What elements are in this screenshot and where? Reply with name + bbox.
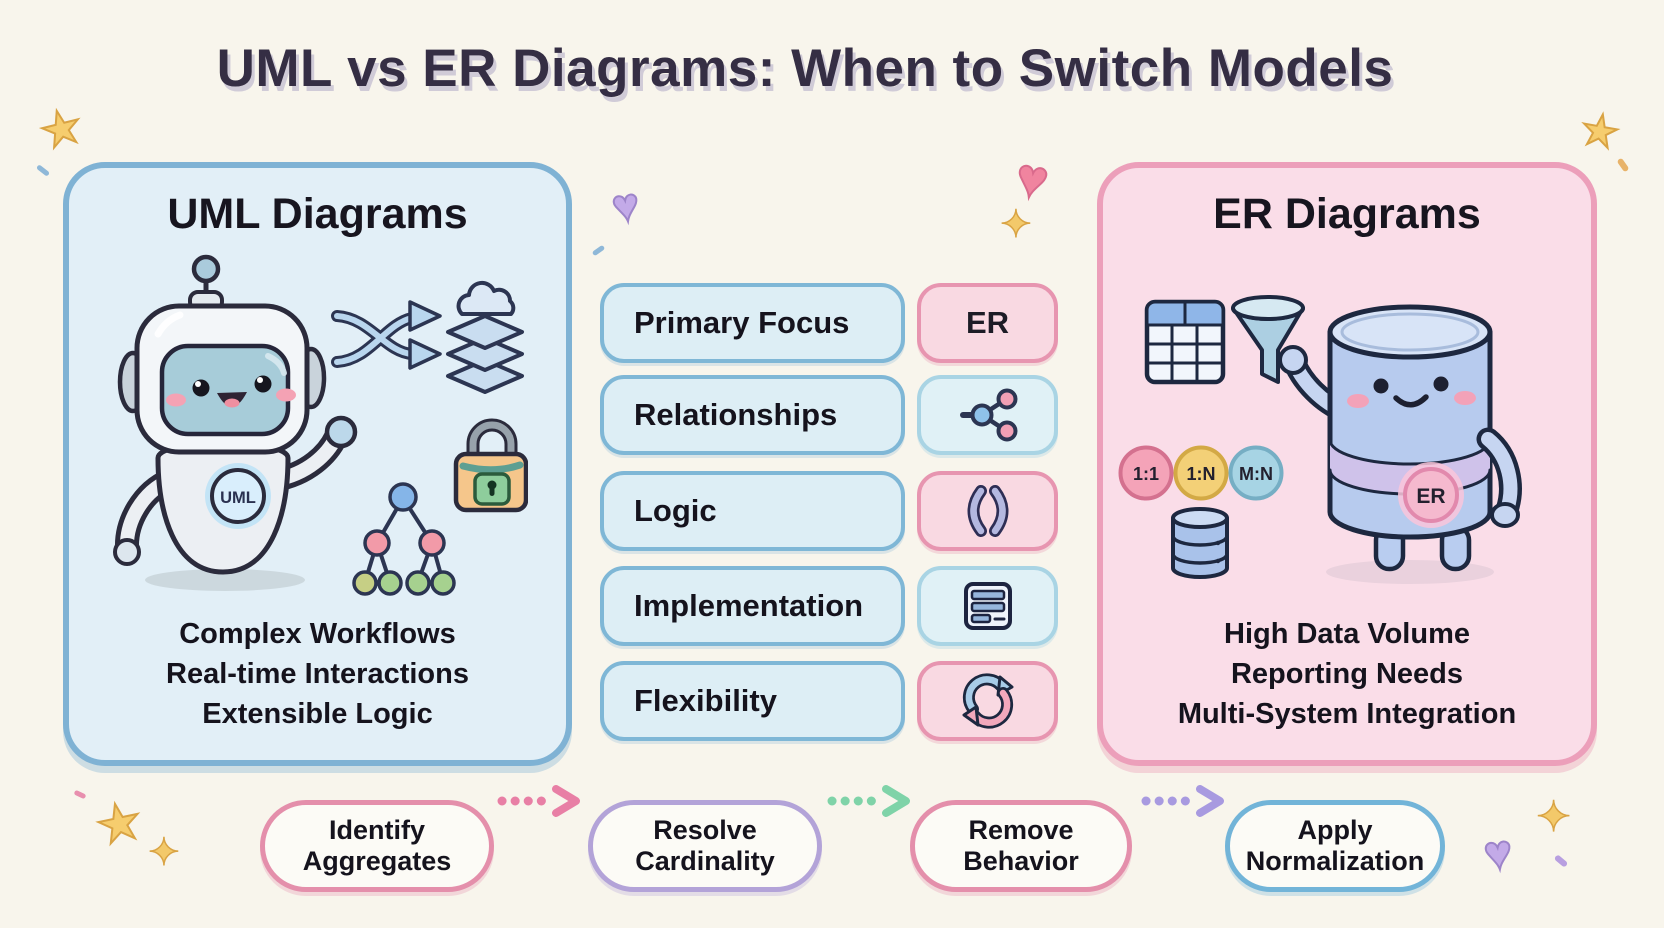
- tree-hierarchy-icon: [352, 482, 456, 596]
- er-chest-badge: ER: [1416, 485, 1445, 508]
- workflow-step-remove-behavior: Remove Behavior: [910, 800, 1132, 892]
- sparkle-mark-icon: [73, 789, 87, 800]
- comparison-label-logic: Logic: [600, 471, 905, 551]
- database-mascot-icon: ER: [1278, 304, 1522, 584]
- cardinality-1-n: 1:N: [1186, 464, 1215, 484]
- comparison-label-implementation: Implementation: [600, 566, 905, 646]
- workflow-step-label: Apply Normalization: [1245, 815, 1425, 876]
- heart-icon: ♥: [1480, 825, 1516, 883]
- sparkle-mark-icon: [1553, 854, 1569, 868]
- dotted-arrow-icon: [497, 785, 580, 817]
- workflow-step-label: Remove Behavior: [963, 815, 1079, 876]
- uml-bullet-2: Real-time Interactions: [166, 658, 469, 690]
- uml-panel: UML Diagrams UML: [63, 162, 572, 766]
- sparkle-mark-icon: [35, 164, 51, 177]
- workflow-step-label: Resolve Cardinality: [635, 815, 775, 876]
- implementation-badge: [917, 566, 1058, 646]
- sparkle-icon: ✦: [999, 204, 1032, 246]
- workflow-step-resolve-cardinality: Resolve Cardinality: [588, 800, 822, 892]
- network-icon: [959, 388, 1017, 442]
- star-icon: ★: [33, 98, 90, 162]
- er-bullet-1: High Data Volume: [1224, 618, 1470, 650]
- robot-shadow: [145, 569, 305, 591]
- comparison-label-relationships: Relationships: [600, 375, 905, 455]
- page-title: UML vs ER Diagrams: When to Switch Model…: [216, 39, 1394, 98]
- star-icon: ★: [89, 790, 149, 858]
- sparkle-icon: ✦: [147, 832, 180, 874]
- workflow-step-identify-aggregates: Identify Aggregates: [260, 800, 494, 892]
- cardinality-m-n: M:N: [1239, 464, 1273, 484]
- er-bullet-2: Reporting Needs: [1230, 658, 1464, 690]
- er-bullet-3: Multi-System Integration: [1177, 698, 1517, 730]
- relationships-badge: [917, 375, 1058, 455]
- refresh-icon: [962, 673, 1013, 729]
- dotted-arrow-icon: [827, 785, 910, 817]
- heart-icon: ♥: [1010, 146, 1054, 213]
- workflow-step-label: Identify Aggregates: [302, 815, 452, 876]
- lock-icon: [453, 418, 528, 513]
- code-brackets-icon: [967, 485, 1008, 537]
- uml-mascot-scene: UML: [113, 254, 528, 596]
- robot-mascot-icon: UML: [113, 254, 358, 575]
- layers-icon: [446, 280, 524, 394]
- heart-icon: ♥: [608, 176, 644, 233]
- server-icon: [963, 582, 1012, 630]
- er-mascot-scene: 1:1 1:N M:N: [1118, 295, 1522, 584]
- uml-panel-title: UML Diagrams: [167, 190, 468, 238]
- dotted-arrow-icon: [1141, 785, 1224, 817]
- er-panel: ER Diagrams 1:1 1:N: [1097, 162, 1597, 766]
- er-text-badge: ER: [917, 283, 1058, 363]
- shuffle-arrows-icon: [331, 300, 442, 370]
- uml-chest-badge: UML: [220, 489, 256, 507]
- cardinality-badges: 1:1 1:N M:N: [1118, 445, 1284, 501]
- star-icon: ★: [1575, 103, 1624, 160]
- sparkle-mark-icon: [1616, 157, 1630, 173]
- er-panel-title: ER Diagrams: [1213, 190, 1481, 238]
- sparkle-mark-icon: [591, 244, 606, 257]
- uml-bullet-1: Complex Workflows: [179, 618, 456, 650]
- comparison-label-flexibility: Flexibility: [600, 661, 905, 741]
- comparison-label-primary-focus: Primary Focus: [600, 283, 905, 363]
- database-stack-icon: [1171, 507, 1229, 579]
- uml-bullet-3: Extensible Logic: [202, 698, 433, 730]
- flexibility-badge: [917, 661, 1058, 741]
- funnel-icon: [1231, 295, 1305, 384]
- cardinality-1-1: 1:1: [1133, 464, 1159, 484]
- sparkle-icon: ✦: [1535, 793, 1572, 840]
- workflow-step-apply-normalization: Apply Normalization: [1225, 800, 1445, 892]
- logic-badge: [917, 471, 1058, 551]
- table-icon: [1144, 299, 1226, 385]
